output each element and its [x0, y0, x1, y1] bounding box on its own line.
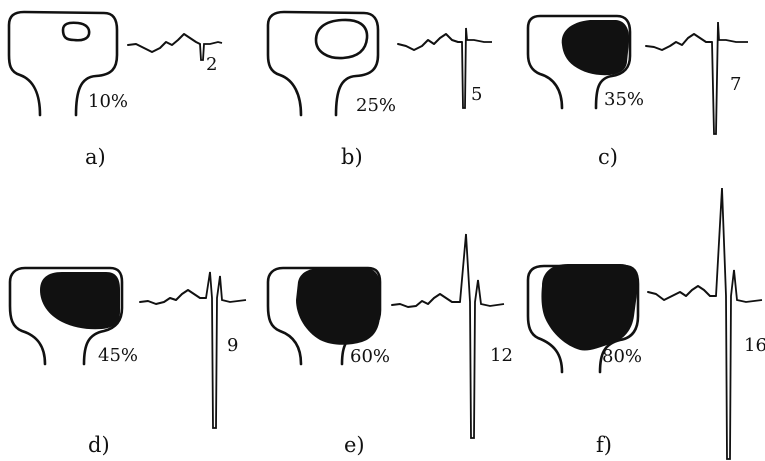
value-label: 7 [730, 74, 741, 95]
percent-label: 10% [88, 91, 128, 112]
ecg-baseline [140, 290, 206, 304]
panel-label: e) [344, 433, 365, 457]
ecg-spike [716, 188, 762, 459]
panel-label: a) [85, 145, 106, 169]
value-label: 9 [227, 335, 238, 356]
value-label: 16 [744, 335, 765, 356]
ecg-baseline [392, 294, 460, 307]
value-label: 2 [206, 54, 217, 75]
panel-label: d) [88, 433, 110, 457]
ecg-spike [206, 272, 246, 428]
lesion-region [40, 272, 120, 329]
panel-a: 10% 2 a) [9, 12, 222, 169]
lesion-region [316, 20, 367, 58]
percent-label: 25% [356, 95, 396, 116]
lesion-region [63, 23, 89, 40]
lesion-region [541, 264, 638, 351]
ecg-baseline [398, 34, 462, 50]
value-label: 12 [490, 345, 513, 366]
panel-label: b) [341, 145, 363, 169]
ecg-spike [460, 234, 504, 438]
panel-e: 60% 12 e) [268, 234, 513, 457]
value-label: 5 [471, 84, 482, 105]
panel-label: c) [598, 145, 618, 169]
panel-d: 45% 9 d) [10, 268, 246, 457]
panel-b: 25% 5 b) [268, 12, 492, 169]
panel-c: 35% 7 c) [528, 16, 748, 169]
lesion-region [296, 268, 380, 345]
lesion-region [562, 20, 629, 75]
percent-label: 80% [602, 346, 642, 367]
percent-label: 60% [350, 346, 390, 367]
panel-f: 80% 16 f) [528, 188, 765, 459]
ecg-baseline [128, 34, 200, 52]
ecg-baseline [646, 34, 712, 50]
panel-label: f) [596, 433, 612, 457]
percent-label: 35% [604, 89, 644, 110]
ecg-baseline [648, 286, 716, 300]
percent-label: 45% [98, 345, 138, 366]
